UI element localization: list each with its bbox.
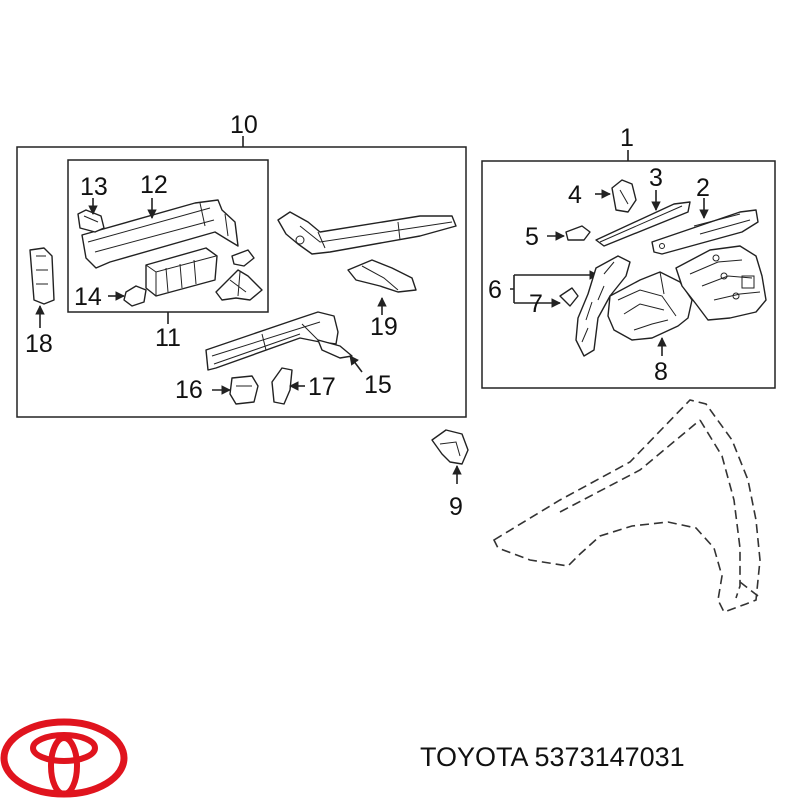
toyota-logo [0,718,128,798]
callout-9: 9 [449,493,463,521]
part-17 [271,367,293,405]
callout-2: 2 [696,174,710,202]
callout-17: 17 [308,373,336,401]
callout-10: 10 [230,111,258,139]
callout-15: 15 [364,371,392,399]
part-7 [559,287,579,307]
callout-11: 11 [155,324,181,352]
part-9 [431,429,469,465]
part-number-caption: TOYOTA 5373147031 [420,742,685,772]
callout-16: 16 [175,376,203,404]
part-5 [565,225,591,241]
callout-19: 19 [370,313,398,341]
part-12 [81,199,239,269]
part-16 [229,375,259,405]
callout-1: 1 [620,124,634,152]
callout-14: 14 [74,283,102,311]
part-11-member [145,247,218,297]
callout-7: 7 [529,290,543,318]
part-13 [77,209,105,233]
callout-8: 8 [654,358,668,386]
group-box-10 [16,146,467,418]
callout-3: 3 [649,164,663,192]
callout-5: 5 [525,223,539,251]
part-4 [611,179,637,213]
callout-12: 12 [140,171,168,199]
part-6 [575,255,631,357]
callout-13: 13 [80,173,108,201]
part-1-apron [675,245,767,321]
part-3 [595,201,691,247]
part-18 [29,247,55,305]
callout-18: 18 [25,330,53,358]
part-14 [123,285,147,307]
part-2 [651,209,759,255]
part-8 [607,271,693,341]
callout-4: 4 [568,181,582,209]
part-15 [205,311,353,371]
callout-6: 6 [488,276,502,304]
fender-outline [492,399,761,613]
leader-6 [510,274,596,304]
part-19 [347,259,417,293]
part-11-reinforcement [215,269,263,301]
part-10-upper-rail [277,211,457,255]
part-11-bracket [231,249,255,267]
